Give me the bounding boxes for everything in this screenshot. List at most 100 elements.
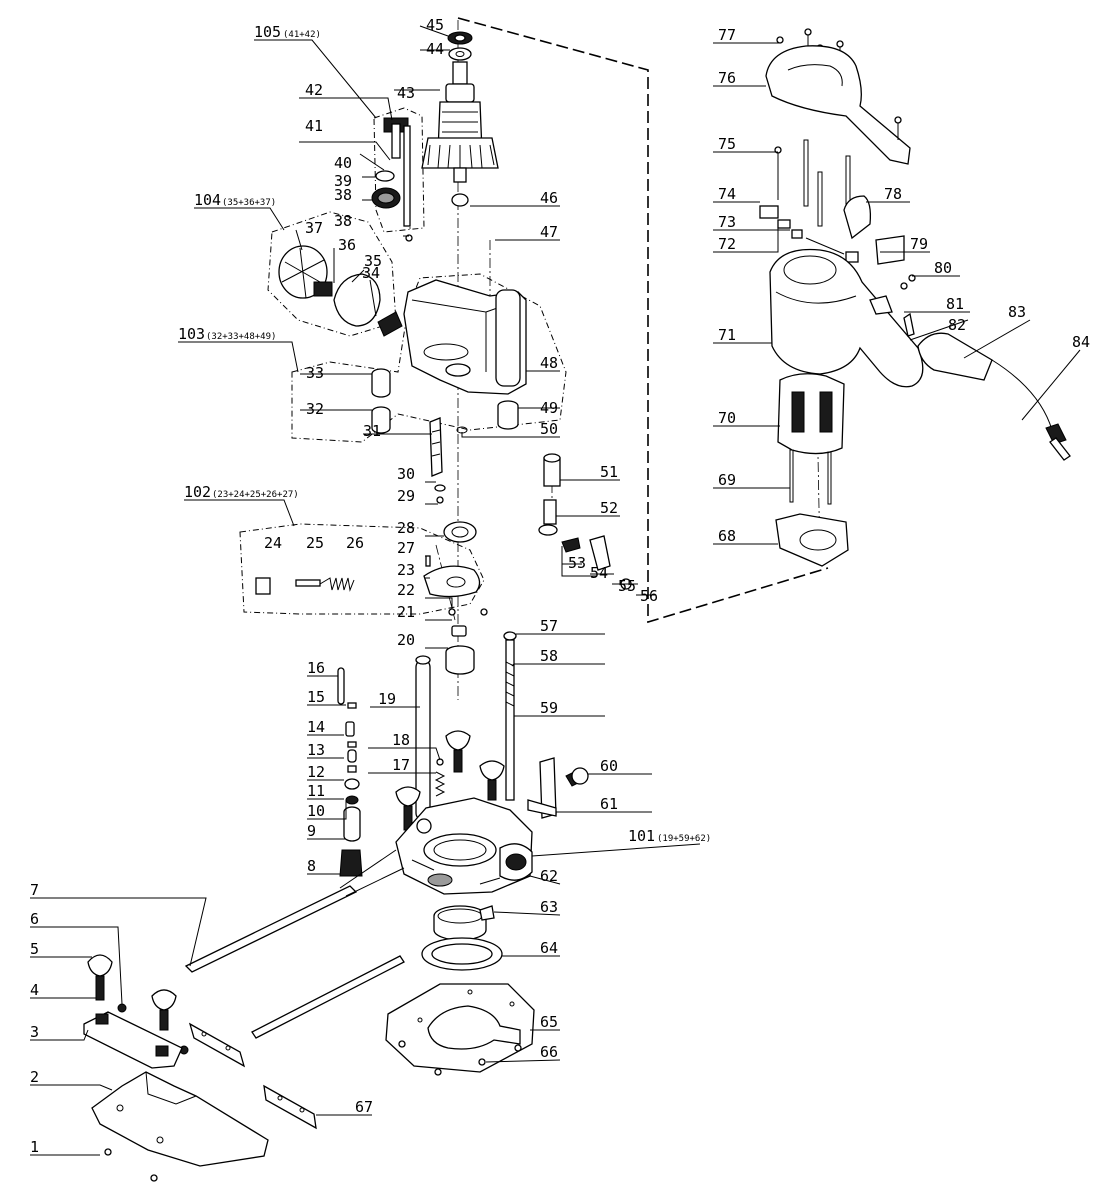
assembly-105-number: 105 (254, 23, 281, 41)
label-9: 9 (307, 822, 316, 840)
depth-rod-parts (445, 631, 589, 819)
label-60: 60 (600, 757, 618, 775)
label-41: 41 (305, 117, 323, 135)
router-base (395, 797, 533, 895)
label-28: 28 (397, 519, 415, 537)
label-76: 76 (718, 69, 736, 87)
assembly-104-parts: (35+36+37) (222, 198, 276, 208)
label-27: 27 (397, 539, 415, 557)
label-59: 59 (540, 699, 558, 717)
assembly-label-102: 102 (23+24+25+26+27) (184, 483, 299, 501)
label-8: 8 (307, 857, 316, 875)
assembly-103-parts: (32+33+48+49) (206, 332, 276, 342)
label-68: 68 (718, 527, 736, 545)
label-1: 1 (30, 1138, 39, 1156)
label-36: 36 (338, 236, 356, 254)
label-70: 70 (718, 409, 736, 427)
label-64: 64 (540, 939, 558, 957)
label-39: 39 (334, 172, 352, 190)
label-84: 84 (1072, 333, 1090, 351)
label-14: 14 (307, 718, 325, 736)
motor-housing-and-handle (759, 28, 1071, 567)
assembly-label-103: 103 (32+33+48+49) (178, 325, 276, 343)
label-53: 53 (568, 554, 586, 572)
label-22: 22 (397, 581, 415, 599)
label-4: 4 (30, 981, 39, 999)
label-45: 45 (426, 16, 444, 34)
motor-housing-base (371, 279, 527, 434)
label-69: 69 (718, 471, 736, 489)
label-82: 82 (948, 316, 966, 334)
depth-rod-group (371, 117, 413, 242)
label-31: 31 (363, 422, 381, 440)
label-35: 35 (364, 252, 382, 270)
label-32: 32 (306, 400, 324, 418)
label-71: 71 (718, 326, 736, 344)
label-50: 50 (540, 420, 558, 438)
label-65: 65 (540, 1013, 558, 1031)
label-37: 37 (305, 219, 323, 237)
label-19: 19 (378, 690, 396, 708)
label-75: 75 (718, 135, 736, 153)
label-83: 83 (1008, 303, 1026, 321)
part-labels: 1 2 3 4 5 6 7 8 9 10 11 12 13 14 15 16 1… (30, 16, 1090, 1156)
assembly-label-101: 101 (19+59+62) (628, 827, 711, 845)
label-67: 67 (355, 1098, 373, 1116)
label-25: 25 (306, 534, 324, 552)
label-80: 80 (934, 259, 952, 277)
label-21: 21 (397, 603, 415, 621)
label-30: 30 (397, 465, 415, 483)
label-79: 79 (910, 235, 928, 253)
label-74: 74 (718, 185, 736, 203)
left-small-parts (337, 655, 446, 877)
label-62: 62 (540, 867, 558, 885)
label-43: 43 (397, 84, 415, 102)
label-77: 77 (718, 26, 736, 44)
label-3: 3 (30, 1023, 39, 1041)
label-44: 44 (426, 40, 444, 58)
leader-lines (30, 25, 1081, 1156)
assembly-102-number: 102 (184, 483, 211, 501)
label-54: 54 (590, 564, 608, 582)
label-73: 73 (718, 213, 736, 231)
label-34: 34 (362, 264, 380, 282)
label-66: 66 (540, 1043, 558, 1061)
assembly-outlines (239, 107, 567, 615)
assembly-102-parts: (23+24+25+26+27) (212, 490, 299, 500)
label-46: 46 (540, 189, 558, 207)
label-2: 2 (30, 1068, 39, 1086)
depth-stop-parts (538, 453, 632, 590)
parallel-guide-parts (83, 849, 405, 1182)
assembly-101-number: 101 (628, 827, 655, 845)
label-26: 26 (346, 534, 364, 552)
spindle-lock-group (255, 555, 481, 598)
label-58: 58 (540, 647, 558, 665)
label-18: 18 (392, 731, 410, 749)
label-72: 72 (718, 235, 736, 253)
assembly-label-104: 104 (35+36+37) (194, 191, 276, 209)
assembly-103-number: 103 (178, 325, 205, 343)
label-38-bearing: 38 (334, 186, 352, 204)
collet-parts (445, 608, 488, 675)
label-5: 5 (30, 940, 39, 958)
label-6: 6 (30, 910, 39, 928)
label-49: 49 (540, 399, 558, 417)
base-plate-parts (385, 905, 535, 1076)
assembly-label-105: 105 (41+42) (254, 23, 321, 41)
label-48: 48 (540, 354, 558, 372)
label-13: 13 (307, 741, 325, 759)
label-63: 63 (540, 898, 558, 916)
assembly-105-parts: (41+42) (283, 30, 321, 40)
label-61: 61 (600, 795, 618, 813)
label-20: 20 (397, 631, 415, 649)
armature-group (421, 31, 499, 207)
label-51: 51 (600, 463, 618, 481)
label-42: 42 (305, 81, 323, 99)
label-16: 16 (307, 659, 325, 677)
center-shaft-parts (429, 417, 477, 543)
label-17: 17 (392, 756, 410, 774)
label-81: 81 (946, 295, 964, 313)
label-57: 57 (540, 617, 558, 635)
label-23: 23 (397, 561, 415, 579)
label-38-clip: 38 (334, 212, 352, 230)
